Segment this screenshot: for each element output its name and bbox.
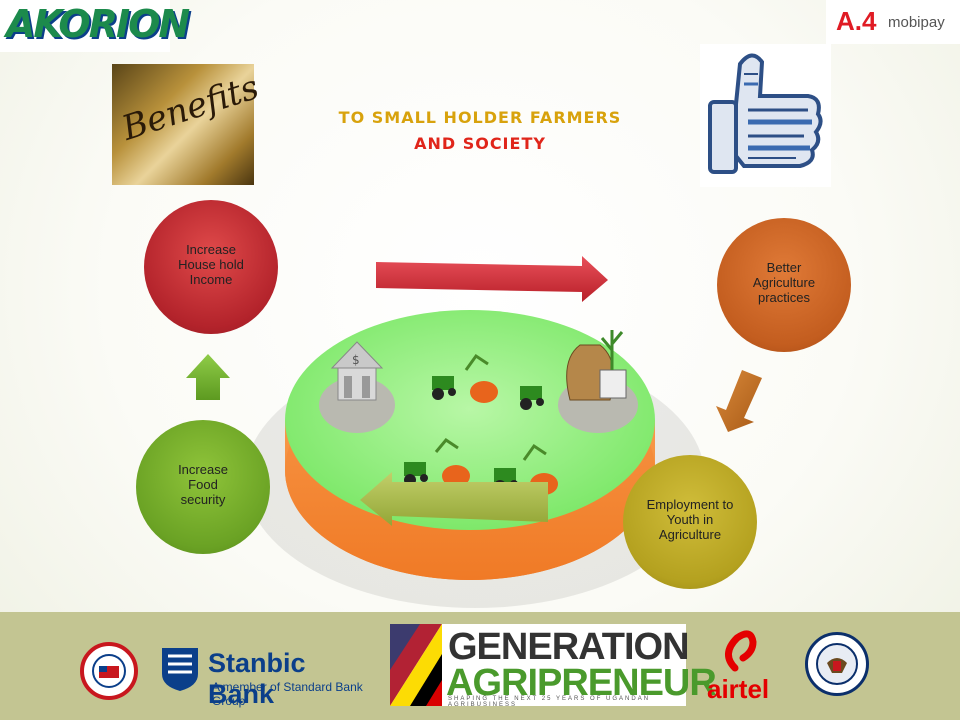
genagri-line-1: GENERATION [448,626,690,668]
mobipay-logo: A.4 mobipay [826,0,960,44]
pumpkin-icon [434,438,470,487]
node-label: Better Agriculture practices [752,260,816,305]
genagri-tagline: SHAPING THE NEXT 25 YEARS OF UGANDAN AGR… [448,696,651,708]
seal-icon [92,654,126,688]
produce-sack-icon [558,330,638,433]
arrow-up [186,354,230,400]
stanbic-subtitle: A member of Standard Bank Group [212,680,363,708]
node-label: Employment to Youth in Agriculture [646,497,734,542]
thumbs-up-icon [708,53,823,174]
us-embassy-seal-logo [805,632,869,696]
tractor-icon [432,376,456,400]
eagle-seal-icon [816,643,858,685]
title-line-1: TO SMALL HOLDER FARMERS [338,108,622,127]
pumpkin-icon [464,353,498,403]
akorion-logo: AKORION [0,0,190,52]
generation-agripreneur-logo: GENERATION AGRIPRENEUR SHAPING THE NEXT … [390,624,717,708]
bank-icon: $ [319,341,395,433]
node-label: Increase Food security [178,462,228,507]
airtel-name: airtel [707,674,770,704]
akorion-logo-text: AKORION [6,2,190,46]
node-increase-household-income: Increase House hold Income [144,200,278,334]
stanbic-name: Stanbic Bank [208,648,306,709]
arrow-left [360,472,548,526]
arrow-right [376,256,608,302]
mobipay-mark: A.4 [836,6,877,36]
airtel-logo: airtel [707,628,783,704]
benefits-image: Benefits [112,64,264,185]
node-employment-to-youth: Employment to Youth in Agriculture [623,455,757,589]
thumbs-up-word-cloud-image [700,44,831,187]
node-increase-food-security: Increase Food security [136,420,270,554]
tractor-icon [404,462,428,486]
arrow-down-right [716,370,762,432]
node-better-agriculture-practices: Better Agriculture practices [717,218,851,352]
node-label: Increase House hold Income [178,242,244,287]
stanbic-shield-icon [162,648,198,691]
chamber-seal-logo [80,642,138,700]
genagri-line-2: AGRIPRENEUR [446,662,717,704]
title-line-2: AND SOCIETY [414,134,546,153]
flags-icon [390,624,442,706]
slide-title: TO SMALL HOLDER FARMERS AND SOCIETY [280,105,680,157]
tractor-icon [520,386,544,410]
svg-text:$: $ [352,353,360,367]
stanbic-bank-logo: Stanbic Bank A member of Standard Bank G… [160,646,370,709]
airtel-swirl-icon [725,630,757,672]
mobipay-text: mobipay [888,14,945,31]
